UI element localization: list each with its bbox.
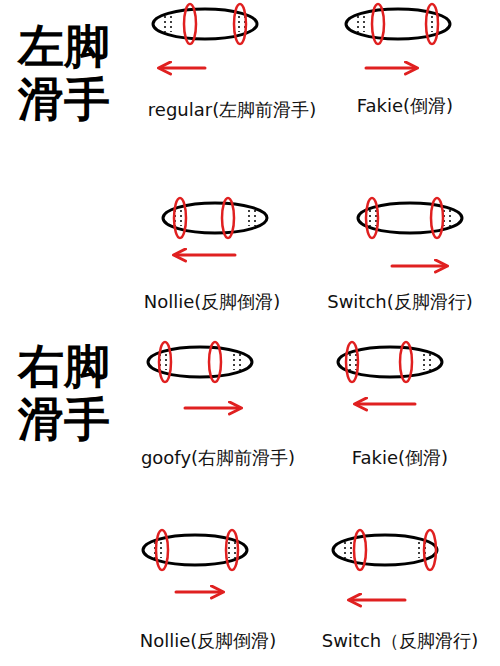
foot-mark [234, 4, 246, 44]
trick-label: Switch(反脚滑行) [327, 291, 473, 313]
foot-mark [174, 198, 186, 238]
truck-dots [344, 542, 346, 558]
foot-mark [226, 530, 238, 570]
trick-label: Nollie(反脚倒滑) [140, 630, 277, 652]
board-outline [163, 203, 267, 233]
truck-dots [349, 354, 351, 370]
trick-label: goofy(右脚前滑手) [141, 447, 295, 469]
truck-dots [165, 354, 167, 370]
foot-mark [431, 198, 443, 238]
section-heading: 左脚滑手 [18, 20, 110, 126]
foot-mark [346, 342, 358, 382]
direction-arrow [392, 265, 446, 268]
foot-mark [156, 530, 168, 570]
skateboard [163, 198, 267, 255]
foot-mark [424, 530, 436, 570]
truck-dots [238, 16, 240, 32]
board-outline [338, 347, 442, 377]
truck-dots [369, 210, 371, 226]
skateboard [143, 530, 247, 592]
trick-label: regular(左脚前滑手) [148, 99, 316, 121]
foot-mark [209, 342, 221, 382]
board-outline [153, 9, 257, 39]
truck-dots [239, 354, 241, 370]
foot-mark [366, 198, 378, 238]
foot-mark [354, 530, 366, 570]
board-outline [333, 535, 437, 565]
truck-dots [233, 354, 235, 370]
foot-mark [400, 342, 412, 382]
truck-dots [180, 210, 182, 226]
foot-mark [222, 198, 234, 238]
truck-dots [350, 542, 352, 558]
board-outline [143, 535, 247, 565]
section-heading: 右脚滑手 [18, 340, 110, 446]
truck-dots [170, 16, 172, 32]
skateboard [153, 4, 257, 68]
direction-arrow [175, 254, 235, 257]
trick-label: Fakie(倒滑) [357, 95, 453, 117]
trick-label: Nollie(反脚倒滑) [144, 291, 281, 313]
skateboard [333, 530, 437, 600]
truck-dots [234, 542, 236, 558]
direction-arrow [160, 67, 205, 70]
foot-mark [426, 4, 438, 44]
board-outline [346, 9, 450, 39]
truck-dots [418, 542, 420, 558]
board-outline [358, 203, 462, 233]
trick-label: Switch（反脚滑行) [322, 630, 479, 652]
direction-arrow [356, 403, 415, 406]
truck-dots [160, 542, 162, 558]
truck-dots [449, 210, 451, 226]
truck-dots [363, 16, 365, 32]
truck-dots [254, 210, 256, 226]
direction-arrow [176, 591, 222, 594]
skateboard [148, 342, 252, 408]
foot-mark [184, 4, 196, 44]
truck-dots [248, 210, 250, 226]
truck-dots [164, 16, 166, 32]
trick-label: Fakie(倒滑) [352, 447, 448, 469]
direction-arrow [185, 407, 240, 410]
foot-mark [372, 4, 384, 44]
board-outline [148, 347, 252, 377]
truck-dots [228, 542, 230, 558]
foot-mark [159, 342, 171, 382]
truck-dots [357, 16, 359, 32]
truck-dots [429, 354, 431, 370]
direction-arrow [350, 599, 405, 602]
skateboard [338, 342, 442, 404]
truck-dots [431, 16, 433, 32]
truck-dots [423, 354, 425, 370]
skateboard [346, 4, 450, 68]
skateboard [358, 198, 462, 266]
direction-arrow [366, 67, 416, 70]
